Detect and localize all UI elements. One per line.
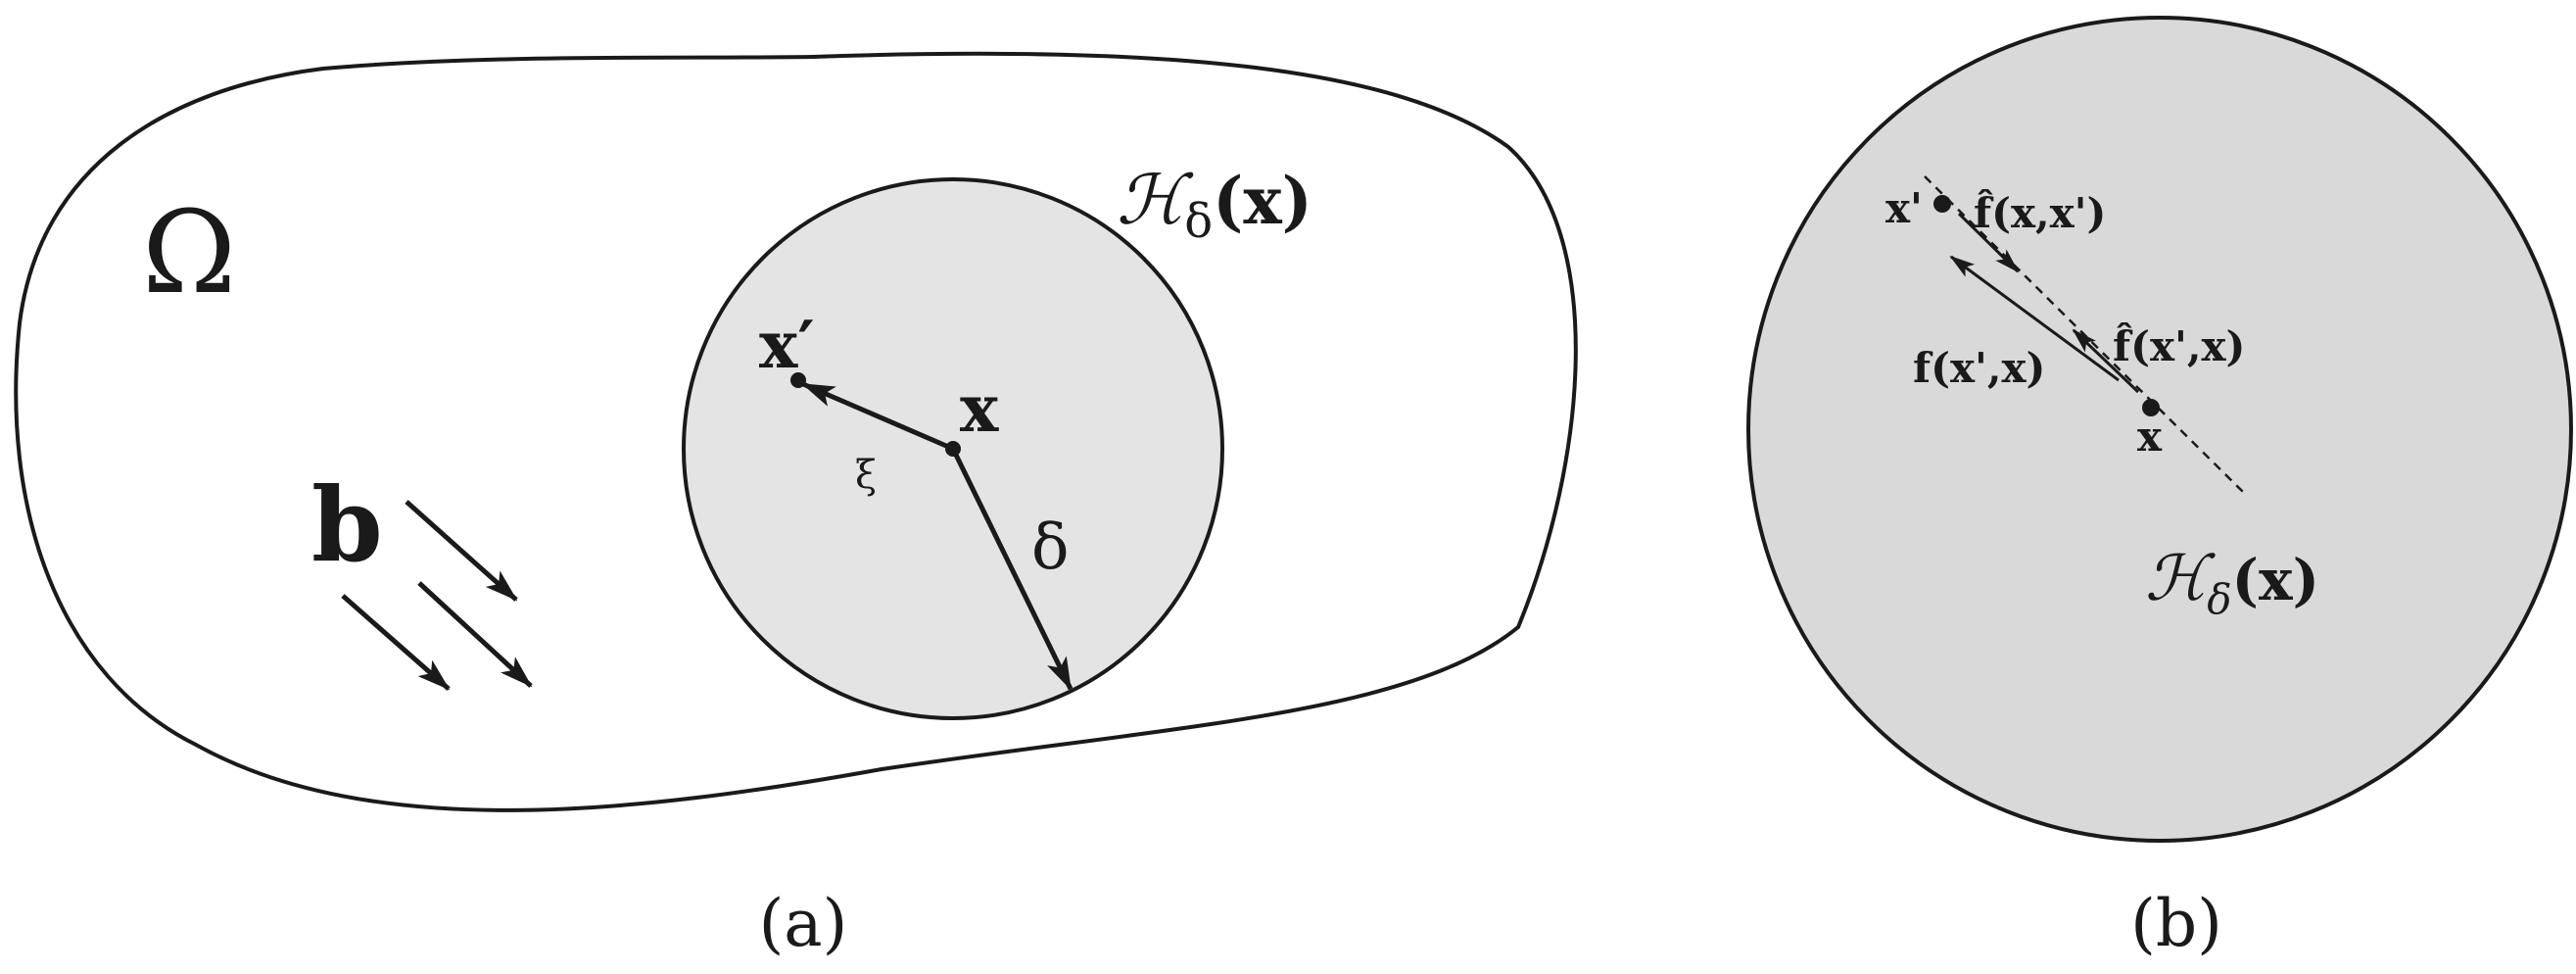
horizon-label: ℋδ(x): [1117, 160, 1312, 249]
panel-b: x' x f̂(x,x') f̂(x',x) f(x',x) ℋδ(x) (b): [1746, 16, 2573, 961]
radius-arrow: [950, 447, 1073, 691]
horizon-subscript-b: δ: [2207, 575, 2231, 623]
point-x-label: x: [960, 370, 999, 447]
panel-a: Ω b x x′ ξ δ ℋδ(x) (a): [14, 51, 1578, 961]
body-force-arrows: [341, 500, 533, 691]
horizon-disc-b: [1746, 16, 2573, 843]
force-line-solid: [1949, 255, 2120, 382]
force-hat-2-label: f̂(x',x): [2113, 320, 2245, 370]
force-hat-1-arrow: [1957, 212, 2020, 273]
body-force-arrow: [417, 581, 533, 688]
force-hat-1-label: f̂(x,x'): [1974, 187, 2106, 237]
radius-label: δ: [1031, 511, 1070, 584]
point-x-label-b: x: [2137, 413, 2163, 461]
point-xprime-label-b: x': [1885, 184, 1923, 232]
horizon-subscript: δ: [1184, 194, 1213, 249]
horizon-argument: (x): [1213, 163, 1312, 239]
point-xprime-dot-b: [1933, 195, 1951, 213]
horizon-script: ℋ: [1117, 160, 1194, 240]
force-hat-2-arrow: [2072, 328, 2140, 394]
bond-label: ξ: [855, 453, 877, 498]
caption-a: (a): [759, 886, 848, 961]
horizon-argument-b: (x): [2232, 547, 2319, 613]
point-x-dot-b: [2142, 399, 2160, 416]
bond-arrow: [801, 381, 954, 452]
point-xprime-dot: [790, 372, 806, 388]
force-plain-label: f(x',x): [1913, 344, 2045, 392]
body-force-arrow: [341, 594, 451, 691]
point-xprime-label: x′: [759, 307, 815, 383]
body-force-arrow: [405, 500, 518, 602]
horizon-label-b: ℋδ(x): [2145, 543, 2319, 623]
point-x-dot: [945, 441, 961, 457]
horizon-script-b: ℋ: [2145, 543, 2216, 615]
caption-b: (b): [2130, 886, 2222, 961]
domain-label: Ω: [142, 187, 236, 319]
body-force-label: b: [311, 464, 383, 585]
